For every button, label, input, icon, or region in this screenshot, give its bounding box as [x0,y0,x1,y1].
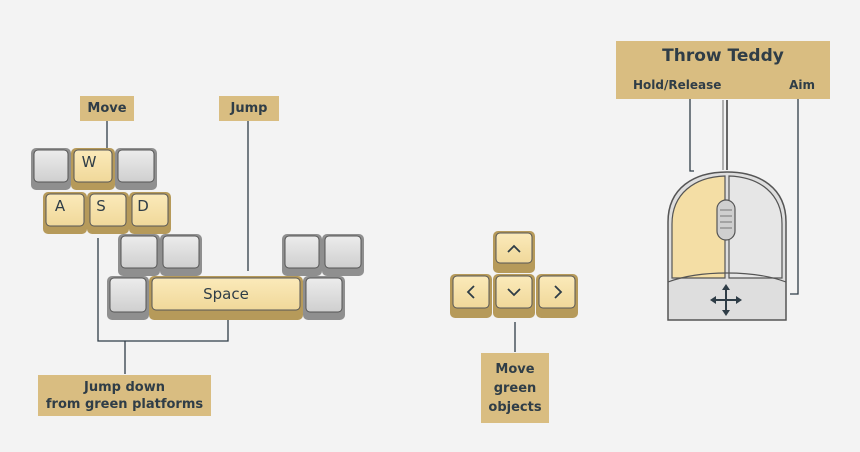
mouse-left-button [671,175,726,279]
aim-label: Aim [789,78,815,92]
aim-connector [790,97,799,295]
move-label: Move [80,96,134,121]
jump-label: Jump [219,96,279,121]
mouse [667,99,787,321]
key-up [493,231,535,273]
jump-down-bracket [97,238,229,342]
key-v [160,234,202,276]
mouse-panel: Throw Teddy Hold/Release Aim [616,41,830,99]
key-w: W [71,148,115,190]
key-q [31,148,71,190]
left-arrow-icon [466,285,475,299]
hold-release-connector [689,97,694,172]
key-space: Space [149,276,303,320]
key-left [450,274,492,318]
key-a-label: A [55,197,66,215]
key-d: D [129,192,171,234]
mouse-title: Throw Teddy [662,46,784,66]
key-alt-right [303,276,345,320]
keyboard: W A S D Space [31,148,364,320]
arrow-keys [450,231,578,318]
key-comma [322,234,364,276]
key-down [493,274,535,318]
scroll-wheel [716,199,736,241]
mouse-right-button [728,175,783,279]
down-arrow-icon [507,288,521,297]
jump-down-label: Jump down from green platforms [38,375,211,416]
key-s: S [87,192,129,234]
key-a: A [43,192,87,234]
connector-lines [97,97,799,374]
key-w-label: W [82,153,97,171]
key-d-label: D [137,197,149,215]
key-m [282,234,322,276]
hold-release-label: Hold/Release [633,78,722,92]
up-arrow-icon [507,244,521,253]
key-c [118,234,160,276]
key-s-label: S [96,197,106,215]
key-e [115,148,157,190]
right-arrow-icon [554,285,563,299]
move-green-objects-label: Move green objects [481,353,549,423]
key-space-label: Space [203,285,249,303]
move-cross-icon [710,284,742,316]
key-right [536,274,578,318]
key-alt-left [107,276,149,320]
